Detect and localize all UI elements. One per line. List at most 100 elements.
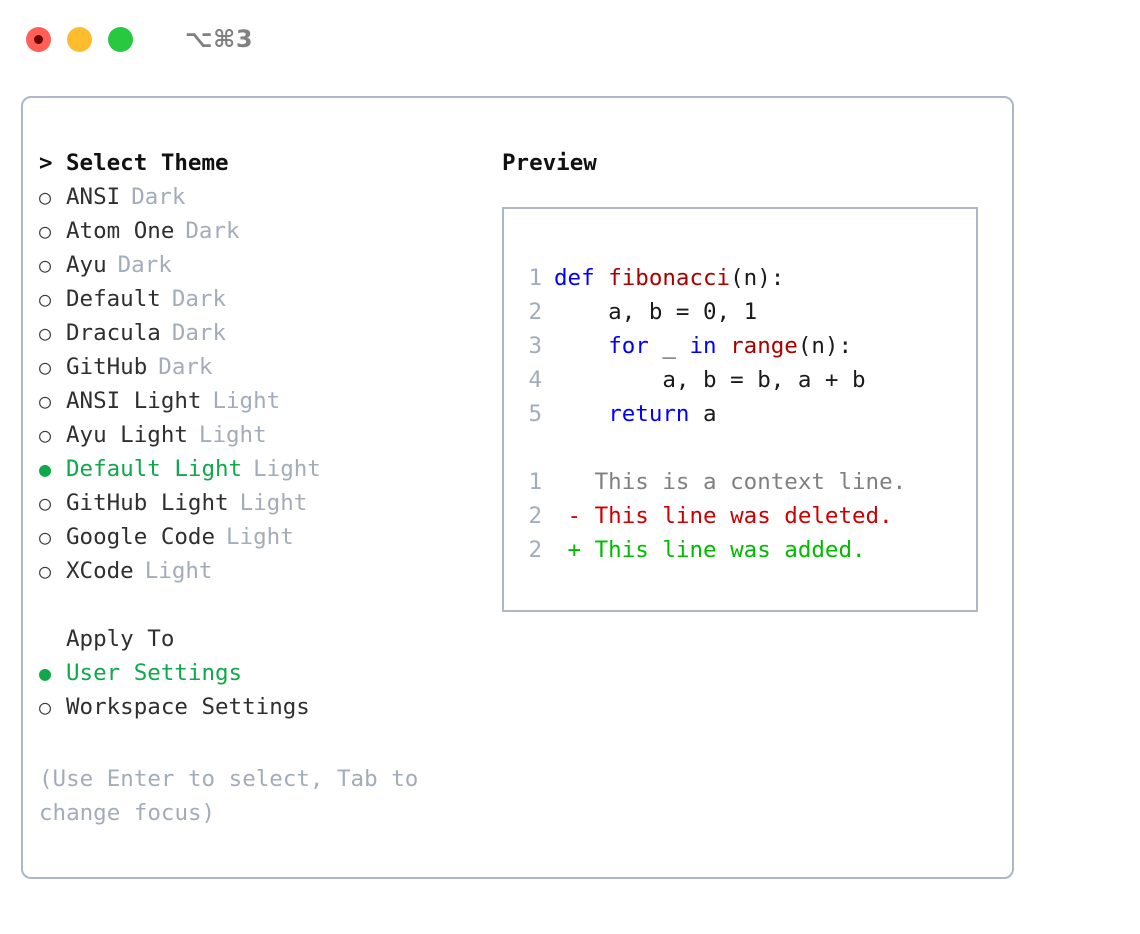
code-token: fibonacci: [608, 265, 731, 291]
radio-unselected-icon: ○: [39, 525, 52, 549]
radio-unselected-icon: ○: [39, 219, 52, 243]
keyboard-shortcut-label: ⌥⌘3: [185, 25, 254, 53]
theme-list-item[interactable]: ○ Dracula Dark: [39, 320, 489, 354]
radio-unselected-icon: ○: [39, 355, 52, 379]
code-line: 4 a, b = b, a + b: [516, 363, 906, 397]
preview-pane: Preview 1 def fibonacci(n): 2 a, b = 0, 1 3…: [502, 150, 992, 612]
line-number: 3: [528, 333, 542, 359]
code-token: a, b = b, a + b: [554, 367, 866, 393]
theme-name: Default: [66, 286, 161, 312]
line-number: 2: [528, 537, 542, 563]
apply-to-heading: Apply To: [39, 626, 489, 660]
radio-unselected-icon: ○: [39, 389, 52, 413]
radio-selected-icon: ●: [39, 457, 52, 481]
code-line: 5 return a: [516, 397, 906, 431]
code-blank-line: [516, 431, 906, 465]
code-line: 1 def fibonacci(n):: [516, 261, 906, 295]
apply-to-option[interactable]: ○ Workspace Settings: [39, 694, 489, 728]
radio-unselected-icon: ○: [39, 491, 52, 515]
line-number: 5: [528, 401, 542, 427]
code-line: 2 a, b = 0, 1: [516, 295, 906, 329]
close-icon: [34, 34, 43, 44]
theme-list-item[interactable]: ○ ANSI Light Light: [39, 388, 489, 422]
theme-variant-badge: Dark: [158, 354, 213, 380]
code-token: (n):: [730, 265, 785, 291]
diff-line-text: This is a context line.: [554, 469, 907, 495]
radio-unselected-icon: ○: [39, 559, 52, 583]
theme-list-item[interactable]: ○ ANSI Dark: [39, 184, 489, 218]
line-number: 1: [528, 469, 542, 495]
code-token: in: [689, 333, 717, 359]
theme-variant-badge: Dark: [131, 184, 186, 210]
line-number: 1: [528, 265, 542, 291]
apply-to-label: Workspace Settings: [66, 694, 310, 720]
theme-variant-badge: Light: [226, 524, 294, 550]
theme-variant-badge: Dark: [171, 286, 227, 312]
theme-variant-badge: Light: [198, 422, 267, 448]
diff-line-text: - This line was deleted.: [554, 503, 893, 529]
radio-unselected-icon: ○: [39, 695, 52, 719]
code-token: [554, 401, 608, 427]
radio-selected-icon: ●: [39, 661, 52, 685]
theme-list-item[interactable]: ○ Ayu Light Light: [39, 422, 489, 456]
radio-unselected-icon: ○: [39, 185, 52, 209]
theme-name: Ayu Light: [66, 422, 188, 448]
line-number: 4: [528, 367, 542, 393]
radio-unselected-icon: ○: [39, 253, 52, 277]
section-spacer: [39, 592, 489, 626]
code-token: a: [689, 401, 717, 427]
theme-name: Ayu: [66, 252, 107, 278]
theme-picker-heading: > Select Theme: [39, 150, 489, 184]
apply-to-label: User Settings: [66, 660, 243, 686]
theme-variant-badge: Light: [212, 388, 281, 414]
theme-name: GitHub: [66, 354, 148, 380]
minimize-button[interactable]: [67, 26, 92, 52]
line-number: 2: [528, 299, 542, 325]
code-token: def: [554, 265, 609, 291]
theme-variant-badge: Dark: [171, 320, 227, 346]
theme-list-item[interactable]: ○ Atom One Dark: [39, 218, 489, 252]
theme-list-item[interactable]: ○ GitHub Light Light: [39, 490, 489, 524]
theme-variant-badge: Dark: [117, 252, 172, 278]
code-token: range: [730, 333, 798, 359]
radio-unselected-icon: ○: [39, 423, 52, 447]
radio-unselected-icon: ○: [39, 287, 52, 311]
theme-name: ANSI: [66, 184, 121, 210]
theme-name: ANSI Light: [66, 388, 202, 414]
code-token: _: [648, 333, 690, 359]
theme-list-item[interactable]: ○ Default Dark: [39, 286, 489, 320]
theme-name: XCode: [66, 558, 134, 584]
code-token: [717, 333, 731, 359]
theme-list-item[interactable]: ○ Ayu Dark: [39, 252, 489, 286]
diff-line: 1 This is a context line.: [516, 465, 906, 499]
theme-list-item[interactable]: ○ Google Code Light: [39, 524, 489, 558]
maximize-button[interactable]: [108, 26, 133, 52]
theme-name: Dracula: [66, 320, 161, 346]
theme-variant-badge: Light: [144, 558, 213, 584]
close-button[interactable]: [26, 26, 51, 52]
code-token: return: [608, 401, 690, 427]
apply-to-option[interactable]: ● User Settings: [39, 660, 489, 694]
theme-name: Atom One: [66, 218, 175, 244]
line-number: 2: [528, 503, 542, 529]
code-token: for: [608, 333, 649, 359]
theme-list-item[interactable]: ○ GitHub Dark: [39, 354, 489, 388]
theme-variant-badge: Light: [239, 490, 308, 516]
preview-code: 1 def fibonacci(n): 2 a, b = 0, 1 3 for _ i…: [516, 261, 906, 567]
radio-unselected-icon: ○: [39, 321, 52, 345]
theme-variant-badge: Dark: [185, 218, 240, 244]
diff-line-text: + This line was added.: [554, 537, 866, 563]
preview-title: Preview: [502, 150, 597, 176]
theme-name: GitHub Light: [66, 490, 229, 516]
apply-to-title: Apply To: [66, 626, 175, 652]
code-token: a, b = 0, 1: [554, 299, 758, 325]
theme-list-item[interactable]: ○ XCode Light: [39, 558, 489, 592]
caret-icon: >: [39, 150, 53, 176]
preview-box: 1 def fibonacci(n): 2 a, b = 0, 1 3 for _ i…: [502, 207, 978, 612]
theme-name: Google Code: [66, 524, 216, 550]
